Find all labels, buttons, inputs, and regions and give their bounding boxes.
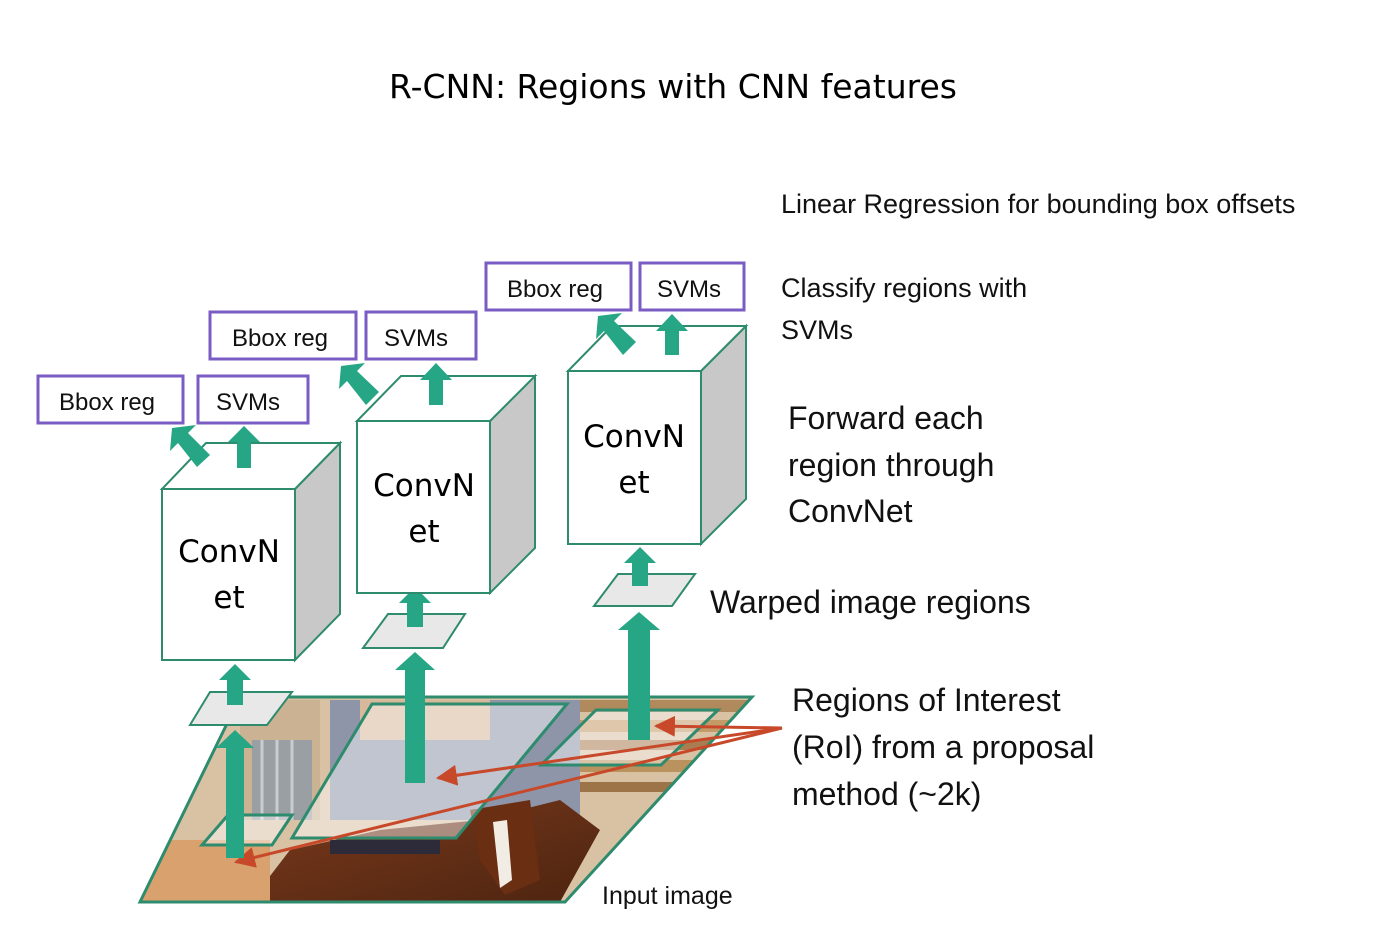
diagonal-arrow-icon bbox=[170, 425, 210, 467]
roi-annotation-line2: (RoI) from a proposal bbox=[792, 729, 1094, 765]
warped-region-3 bbox=[592, 573, 697, 607]
roi-pointer-1 bbox=[233, 726, 783, 868]
convnet-label: ConvN bbox=[373, 468, 475, 504]
stage-2: ConvN et Bbox reg SVMs bbox=[208, 310, 538, 783]
convnet-label: ConvN bbox=[583, 419, 685, 455]
bbox-reg-label: Bbox reg bbox=[507, 276, 603, 303]
stage-3: ConvN et Bbox reg SVMs bbox=[484, 261, 749, 740]
bbox-reg-box bbox=[484, 261, 633, 312]
up-arrow-icon bbox=[624, 547, 656, 586]
svms-label: SVMs bbox=[216, 389, 280, 416]
bbox-reg-box bbox=[36, 374, 185, 425]
stage-1: ConvN et Bbox reg SVMs bbox=[36, 374, 343, 858]
roi-pointer-3 bbox=[653, 715, 783, 737]
convnet-label: et bbox=[618, 465, 649, 501]
bbox-reg-label: Bbox reg bbox=[232, 325, 328, 352]
diagonal-arrow-icon bbox=[339, 363, 379, 405]
roi-region-1 bbox=[198, 813, 295, 847]
bbox-reg-label: Bbox reg bbox=[59, 389, 155, 416]
up-arrow-icon bbox=[216, 730, 254, 858]
classify-annotation-line2: SVMs bbox=[781, 315, 853, 345]
convnet-label: ConvN bbox=[178, 534, 280, 570]
up-arrow-icon bbox=[656, 314, 688, 355]
diagram-title: R-CNN: Regions with CNN features bbox=[389, 67, 957, 106]
bbox-reg-box bbox=[208, 310, 358, 361]
convnet-front bbox=[161, 488, 296, 661]
svms-box bbox=[196, 374, 310, 425]
bbox-offsets-annotation: Linear Regression for bounding box offse… bbox=[781, 189, 1295, 219]
roi-annotation-line3: method (~2k) bbox=[792, 776, 981, 812]
warped-region-1 bbox=[188, 691, 295, 726]
svms-label: SVMs bbox=[384, 325, 448, 352]
roi-region-2 bbox=[289, 702, 571, 840]
svms-label: SVMs bbox=[657, 276, 721, 303]
roi-pointer-arrows bbox=[233, 715, 783, 868]
up-arrow-icon bbox=[399, 587, 431, 627]
input-image-label: Input image bbox=[602, 882, 733, 910]
up-arrow-icon bbox=[395, 652, 435, 783]
up-arrow-icon bbox=[420, 363, 452, 405]
convnet-front bbox=[356, 420, 491, 594]
classify-annotation-line1: Classify regions with bbox=[781, 273, 1027, 303]
forward-annotation-line1: Forward each bbox=[788, 400, 984, 436]
up-arrow-icon bbox=[618, 612, 660, 740]
svms-box bbox=[638, 261, 746, 312]
convnet-label: et bbox=[213, 580, 244, 616]
roi-annotation-line1: Regions of Interest bbox=[792, 682, 1061, 718]
warped-region-2 bbox=[361, 613, 467, 649]
roi-pointer-2 bbox=[435, 726, 783, 786]
forward-annotation-line2: region through bbox=[788, 447, 994, 483]
convnet-label: et bbox=[408, 514, 439, 550]
convnet-front bbox=[567, 370, 702, 545]
up-arrow-icon bbox=[228, 426, 260, 468]
svms-box bbox=[364, 310, 478, 361]
annotations: Linear Regression for bounding box offse… bbox=[602, 189, 1295, 910]
forward-annotation-line3: ConvNet bbox=[788, 493, 913, 529]
up-arrow-icon bbox=[219, 664, 251, 705]
warped-annotation: Warped image regions bbox=[710, 584, 1031, 620]
diagonal-arrow-icon bbox=[596, 313, 636, 355]
